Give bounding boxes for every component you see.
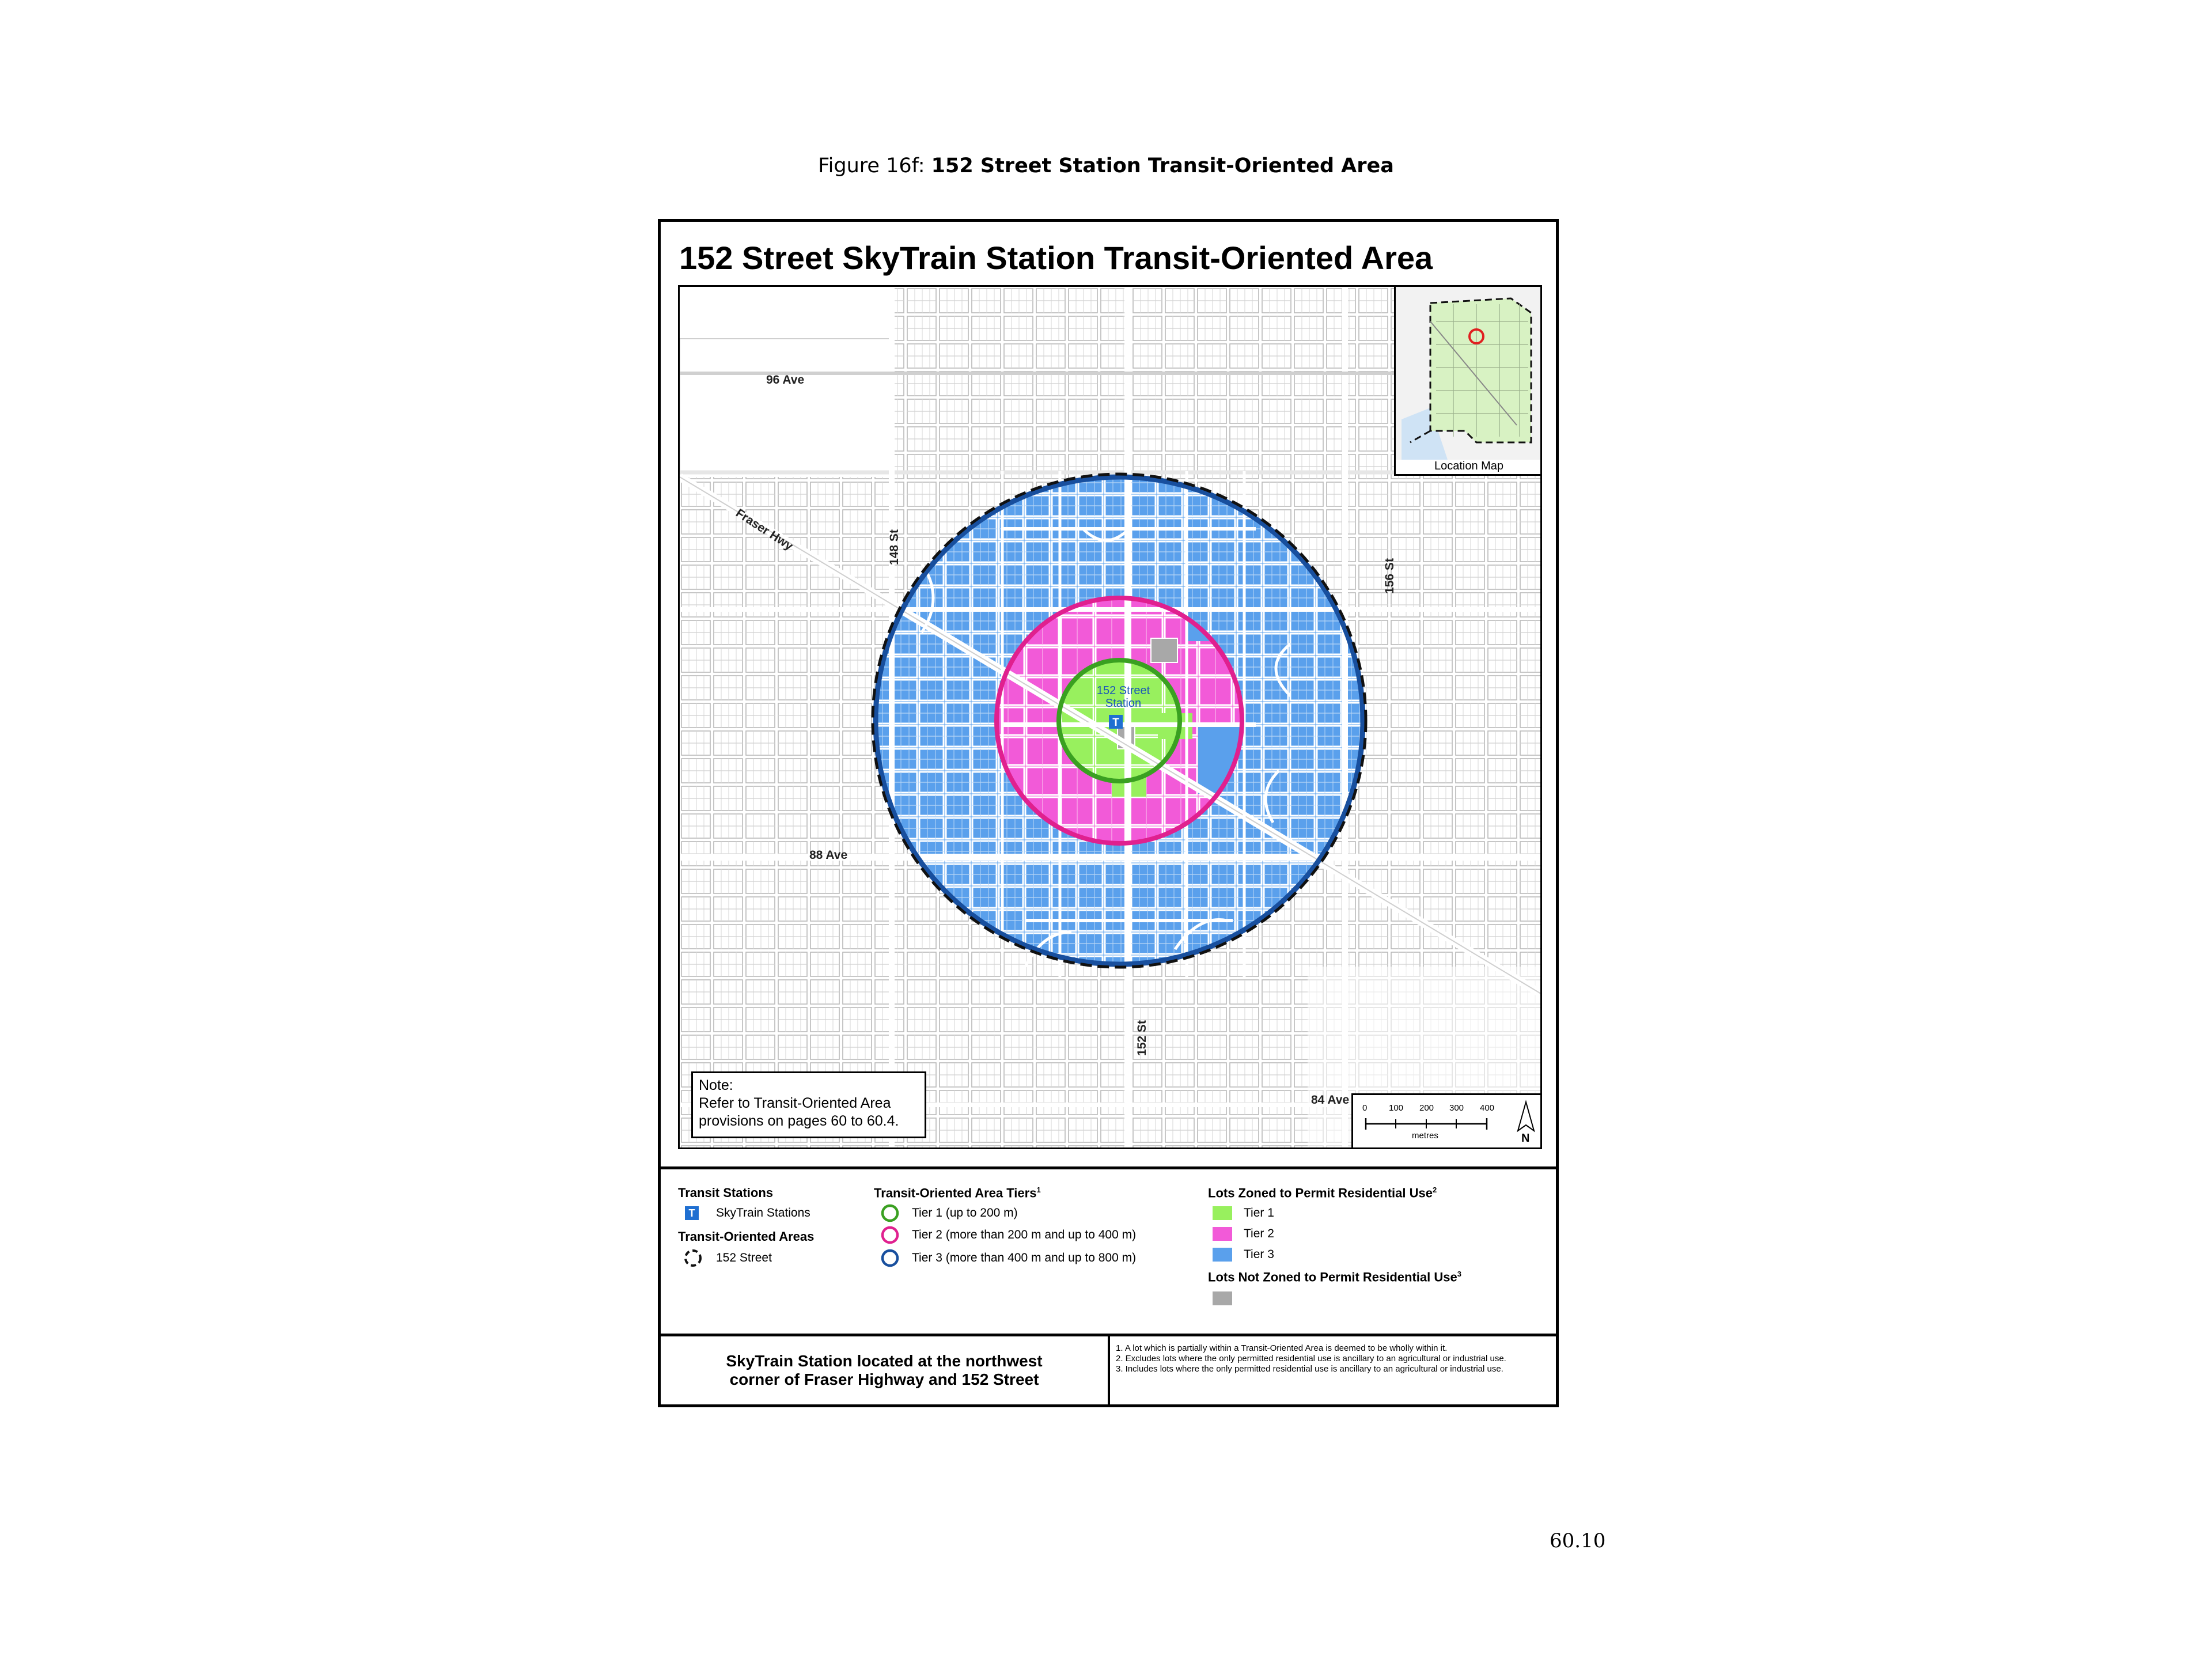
toa-boundary-icon [684,1249,702,1267]
legend: Transit Stations T SkyTrain Stations Tra… [661,1166,1556,1334]
tier2-ring [994,596,1244,846]
toa-boundary [871,472,1368,969]
legend-152-street: 152 Street [716,1251,772,1264]
page-number: 60.10 [1550,1529,1606,1552]
legend-tier2: Tier 2 (more than 200 m and up to 400 m) [912,1228,1137,1241]
open-land-nw [680,287,893,477]
location-map-label: Location Map [1434,460,1504,472]
note-box: Note: Refer to Transit-Oriented Area pro… [691,1071,926,1138]
footnote-1: 1. A lot which is partially within a Tra… [1116,1343,1448,1353]
not-zoned-lot [1150,638,1178,663]
major-roads [680,287,1540,1147]
scale-unit: metres [1412,1131,1438,1141]
location-map-inset: Location Map [1394,287,1540,476]
station-location-text: SkyTrain Station located at the northwes… [661,1336,1110,1404]
label-84-ave: 84 Ave [1311,1093,1350,1107]
swatch-tier3 [1213,1248,1232,1262]
bottom-panel: SkyTrain Station located at the northwes… [661,1334,1556,1404]
legend-lots-tier2: Tier 2 [1244,1227,1274,1240]
note-line-1: Refer to Transit-Oriented Area [699,1095,891,1111]
swatch-not-zoned [1213,1291,1232,1305]
tier1-ring [1056,658,1182,783]
caption-title: 152 Street Station Transit-Oriented Area [931,154,1394,177]
legend-tier1: Tier 1 (up to 200 m) [912,1206,1018,1219]
legend-tiers-heading: Transit-Oriented Area Tiers1 [874,1185,1041,1200]
scale-tick-400: 400 [1480,1103,1495,1113]
caption-prefix: Figure 16f: [818,154,931,177]
legend-tier3: Tier 3 (more than 400 m and up to 800 m) [912,1251,1137,1264]
tier3-ring-icon [881,1249,899,1267]
note-heading: Note: [699,1077,733,1093]
skytrain-icon: T [685,1206,699,1220]
scale-tick-0: 0 [1362,1103,1368,1113]
location-marker [1468,328,1484,344]
figure-caption: Figure 16f: 152 Street Station Transit-O… [691,154,1521,177]
svg-text:T: T [1112,717,1119,729]
legend-toa-heading: Transit-Oriented Areas [678,1229,815,1244]
scale-tick-300: 300 [1449,1103,1464,1113]
station-label: 152 Street Station [1089,684,1158,710]
label-152-st: 152 St [1135,1020,1149,1056]
tier1-ring-icon [881,1204,899,1222]
legend-lots-tier1: Tier 1 [1244,1206,1274,1219]
label-88-ave: 88 Ave [809,849,848,862]
map-frame: 152 Street SkyTrain Station Transit-Orie… [658,219,1559,1407]
station-location-line2: corner of Fraser Highway and 152 Street [729,1370,1039,1388]
swatch-tier1 [1213,1206,1232,1220]
skytrain-station-icon: T [1109,715,1123,729]
legend-transit-stations-heading: Transit Stations [678,1185,774,1200]
scale-tick-200: 200 [1419,1103,1434,1113]
location-map-graphic [1396,287,1540,460]
scale-bar-graphic [1365,1100,1535,1132]
map-title: 152 Street SkyTrain Station Transit-Orie… [679,240,1433,276]
footnote-2: 2. Excludes lots where the only permitte… [1116,1354,1506,1363]
footnote-3: 3. Includes lots where the only permitte… [1116,1364,1503,1374]
label-148-st: 148 St [887,529,901,565]
swatch-tier2 [1213,1227,1232,1241]
map-area: T 96 Ave Fraser Hwy 148 St 156 St 88 Ave… [678,285,1542,1149]
north-label: N [1521,1132,1530,1145]
footnotes: 1. A lot which is partially within a Tra… [1116,1343,1554,1374]
station-label-line1: 152 Street [1096,684,1150,697]
label-156-st: 156 St [1382,558,1396,594]
tier3-ring [873,474,1366,967]
label-96-ave: 96 Ave [766,373,805,387]
legend-skytrain-stations: SkyTrain Stations [716,1206,810,1219]
station-location-line1: SkyTrain Station located at the northwes… [726,1352,1043,1370]
note-line-2: provisions on pages 60 to 60.4. [699,1113,899,1129]
north-arrow-icon [1517,1100,1535,1132]
tier2-ring-icon [881,1226,899,1244]
scale-bar: 0 100 200 300 400 metres N [1351,1093,1540,1147]
legend-lots-heading: Lots Zoned to Permit Residential Use2 [1208,1185,1437,1200]
legend-not-zoned-heading: Lots Not Zoned to Permit Residential Use… [1208,1270,1461,1285]
station-label-line2: Station [1105,697,1142,710]
scale-tick-100: 100 [1389,1103,1404,1113]
legend-lots-tier3: Tier 3 [1244,1248,1274,1261]
